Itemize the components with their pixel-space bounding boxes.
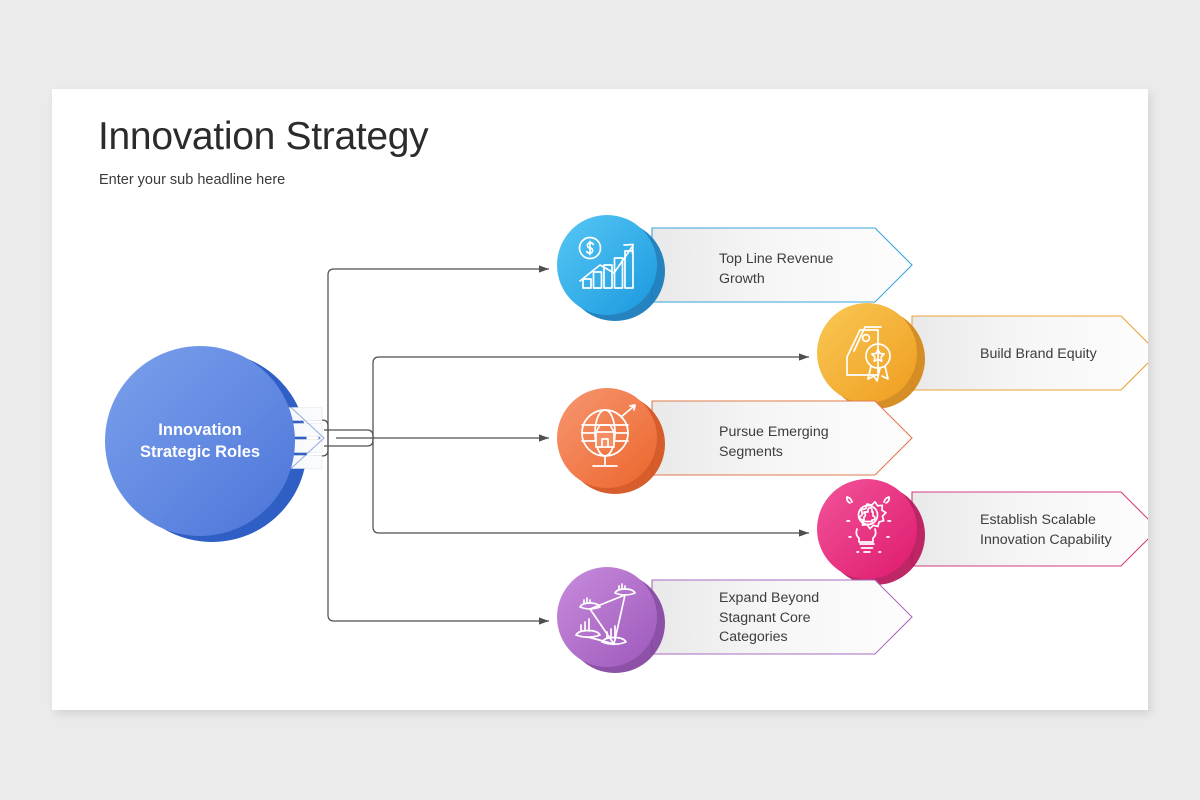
brand-tag-award-icon	[846, 326, 891, 382]
item-group-build-brand-equity[interactable]	[817, 303, 1148, 409]
slide-card: Innovation Strategy Enter your sub headl…	[52, 89, 1148, 710]
connector-lines	[314, 265, 809, 625]
globe-store-icon	[581, 404, 636, 467]
network-nodes-icon	[575, 583, 636, 646]
banner-build-brand-equity[interactable]	[911, 315, 1148, 391]
banner-pursue-emerging-segments[interactable]	[651, 400, 913, 476]
banner-top-line-revenue-growth[interactable]	[651, 227, 913, 303]
center-node-circle[interactable]	[105, 346, 295, 536]
connector-line-1	[314, 265, 549, 457]
page-subtitle: Enter your sub headline here	[99, 172, 286, 188]
circle-establish-scalable-innovation-capability[interactable]	[817, 479, 917, 579]
banner-establish-scalable-innovation-capability[interactable]	[911, 491, 1148, 567]
page-title: Innovation Strategy	[98, 115, 429, 158]
circle-expand-beyond-stagnant-core-categories[interactable]	[557, 567, 657, 667]
item-group-pursue-emerging-segments[interactable]	[557, 388, 913, 494]
center-node[interactable]	[105, 346, 325, 542]
item-group-top-line-revenue-growth[interactable]	[557, 215, 913, 321]
connector-line-2	[324, 353, 809, 447]
innovation-strategy-diagram	[105, 215, 1148, 673]
lightbulb-gear-puzzle-icon	[845, 496, 892, 553]
connector-line-4	[324, 429, 809, 537]
revenue-growth-chart-icon	[578, 236, 634, 289]
item-group-establish-scalable-innovation-capability[interactable]	[817, 479, 1148, 585]
item-group-expand-beyond-stagnant-core-categories[interactable]	[557, 567, 913, 673]
connector-line-5	[314, 419, 549, 625]
banner-expand-beyond-stagnant-core-categories[interactable]	[651, 579, 913, 655]
